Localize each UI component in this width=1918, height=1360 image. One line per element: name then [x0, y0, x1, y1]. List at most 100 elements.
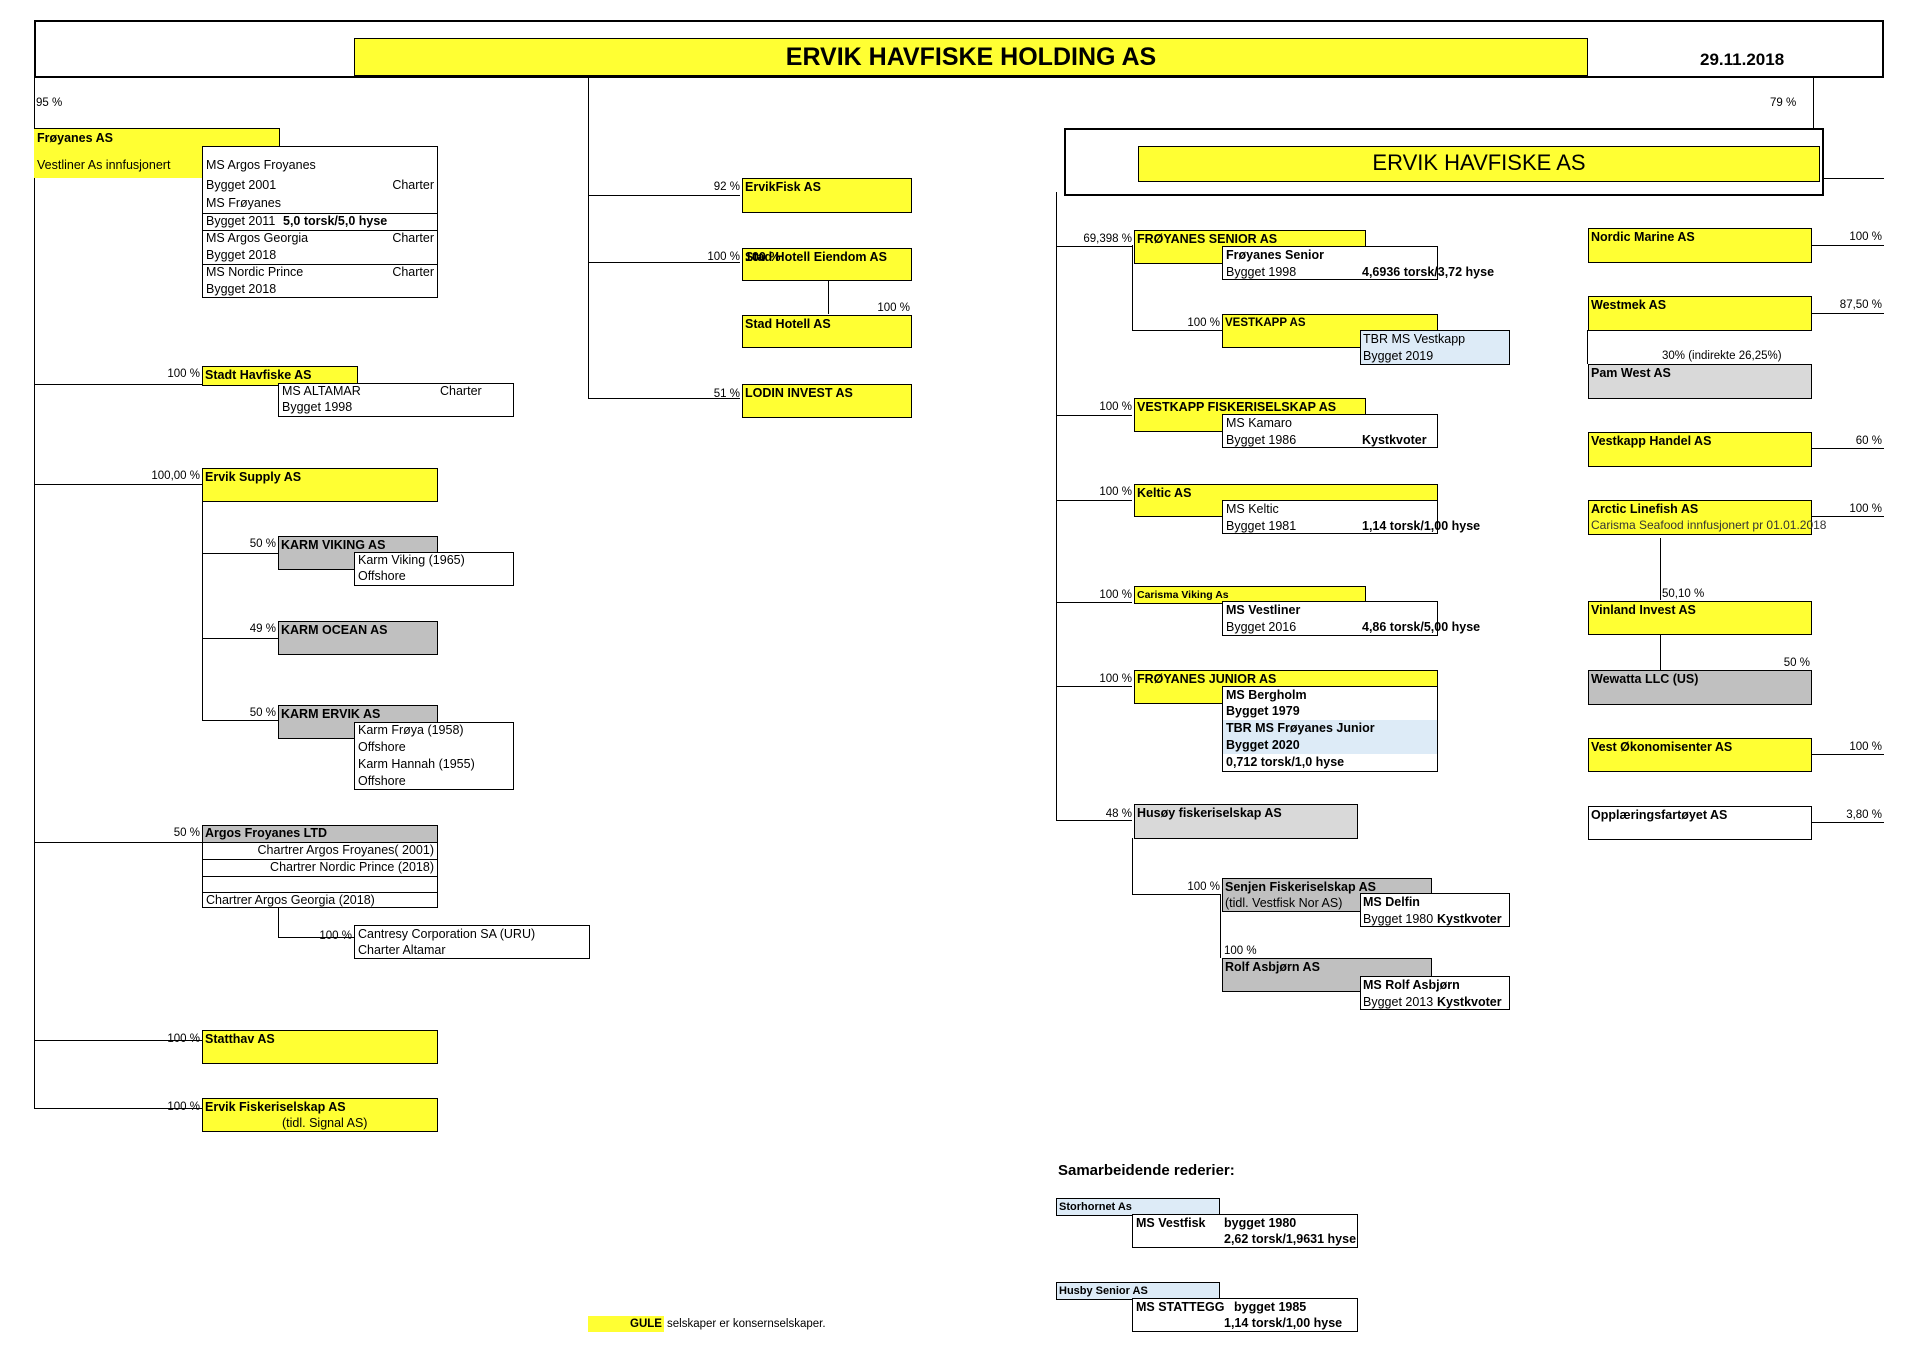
vinland-name: Vinland Invest AS [1591, 603, 1696, 617]
arctic-note: Carisma Seafood innfusjonert pr 01.01.20… [1591, 518, 1827, 532]
froyanes-note: Vestliner As innfusjonert [37, 158, 171, 172]
pam-west-name: Pam West AS [1591, 366, 1671, 380]
cooperating-title: Samarbeidende rederier: [1058, 1162, 1235, 1179]
vessel-name: MS Kamaro [1226, 416, 1292, 430]
charter-line: Chartrer Nordic Prince (2018) [270, 860, 434, 874]
conn-froyanes-junior [1056, 686, 1132, 687]
husoy-branch-line [1132, 838, 1133, 894]
vessel-built: Bygget 2018 [206, 282, 277, 296]
vinland-branch-line [1660, 634, 1661, 670]
vestkapp-handel-name: Vestkapp Handel AS [1591, 434, 1712, 448]
husby-name: Husby Senior AS [1059, 1285, 1148, 1297]
right-drop-line [1813, 78, 1814, 128]
vessel-info: Charter [392, 178, 434, 192]
vessel-quota: 0,712 torsk/1,0 hyse [1226, 755, 1345, 769]
left-ownership-pct: 95 % [36, 97, 63, 109]
karm-viking-detail [354, 552, 514, 586]
charter-line: Chartrer Argos Georgia (2018) [206, 893, 375, 907]
vessel-built: bygget 1980 [1224, 1216, 1297, 1230]
pam-west-box [1588, 364, 1812, 399]
ownership-pct: 100 % [167, 1101, 200, 1113]
conn-arctic [1810, 516, 1884, 517]
conn-vestkapp-fisk [1056, 415, 1132, 416]
charter-divider [202, 892, 438, 893]
ownership-pct: 48 % [1105, 808, 1132, 820]
vestkapp-fisk-name: VESTKAPP FISKERISELSKAP AS [1137, 400, 1337, 414]
ownership-pct: 100 % [707, 251, 740, 263]
conn-cantresy [278, 937, 354, 938]
vestkapp-handel-box [1588, 432, 1812, 467]
charter-line: Chartrer Argos Froyanes( 2001) [257, 843, 434, 857]
ownership-pct: 3,80 % [1846, 809, 1882, 821]
eiendom-branch-line [828, 280, 829, 314]
karm-ocean-box [278, 621, 438, 655]
conn-vestkapp-handel [1810, 448, 1884, 449]
vinland-box [1588, 601, 1812, 635]
ownership-pct: 50,10 % [1662, 588, 1705, 600]
karm-ervik-name: KARM ERVIK AS [281, 707, 381, 721]
middle-trunk-line [588, 78, 589, 398]
vessel-quota: 4,86 torsk/5,00 hyse [1362, 620, 1481, 634]
karm-viking-name: KARM VIKING AS [281, 538, 386, 552]
cantresy-branch-line [278, 905, 279, 937]
planned-vessel-highlight [1223, 720, 1437, 754]
right-ownership-pct: 79 % [1770, 97, 1797, 109]
vessel-built: Bygget 1998 [282, 400, 353, 414]
ervik-fisk-note: (tidl. Signal AS) [282, 1116, 368, 1130]
vessel-name: MS Vestfisk [1136, 1216, 1206, 1230]
ownership-pct: 50 % [249, 538, 276, 550]
vessel-name: MS Frøyanes [206, 196, 282, 210]
vessel-name: MS Bergholm [1226, 688, 1307, 702]
vessel-built: Bygget 1979 [1226, 704, 1300, 718]
charter-divider [202, 876, 438, 877]
vessel-divider [202, 213, 438, 214]
vessel-quota: 1,14 torsk/1,00 hyse [1224, 1316, 1343, 1330]
cantresy-info: Charter Altamar [358, 943, 446, 957]
vessel-built: Bygget 1981 [1226, 519, 1297, 533]
storhornet-name: Storhornet As [1059, 1201, 1132, 1213]
ownership-pct: 100 % [1187, 881, 1220, 893]
vessel-quota: Kystkvoter [1437, 995, 1502, 1009]
conn-ervik-fisk [34, 1108, 202, 1109]
vessel-built: Bygget 1980 [1363, 912, 1434, 926]
vessel-quota: 1,14 torsk/1,00 hyse [1362, 519, 1481, 533]
vessel-built: Bygget 1986 [1226, 433, 1297, 447]
conn-vest-okonomi [1810, 754, 1884, 755]
conn-nordic-marine [1810, 245, 1884, 246]
froyanes-vessel-table [202, 146, 438, 298]
vessel-built: Bygget 2011 [206, 214, 276, 228]
conn-statthav [34, 1040, 202, 1041]
vessel-name: MS STATTEGG [1136, 1300, 1225, 1314]
conn-senjen [1132, 894, 1220, 895]
vest-okonomi-box [1588, 738, 1812, 772]
ervik-fisk-box [202, 1098, 438, 1132]
conn-westmek [1810, 313, 1884, 314]
vessel-name: MS Nordic Prince [206, 265, 304, 279]
husby-vessel [1132, 1298, 1358, 1332]
ownership-pct: 100 % [877, 302, 910, 314]
ownership-pct: 100 % [1099, 401, 1132, 413]
conn-froyanes-senior [1056, 246, 1132, 247]
legend-label: GULE [630, 1318, 662, 1330]
ownership-pct: 100 % [167, 368, 200, 380]
ownership-pct: 60 % [1855, 435, 1882, 447]
vessel-built: Bygget 2019 [1363, 349, 1434, 363]
vessel-info: Charter [440, 384, 482, 398]
vessel-name: MS Vestliner [1226, 603, 1301, 617]
lodin-box [742, 384, 912, 418]
vessel-built: Bygget 1998 [1226, 265, 1297, 279]
arctic-branch-line [1660, 538, 1661, 600]
ownership-pct: 100 % [1849, 231, 1882, 243]
havfiske-title-box [1138, 146, 1820, 182]
vessel-name: MS ALTAMAR [282, 384, 361, 398]
vessel-quota: 2,62 torsk/1,9631 hyse [1224, 1232, 1357, 1246]
conn-supply [34, 484, 202, 485]
froyanes-senior-vessel [1222, 246, 1438, 280]
lodin-name: LODIN INVEST AS [745, 386, 853, 400]
ownership-pct: 50 % [173, 827, 200, 839]
vessel-name: MS Keltic [1226, 502, 1279, 516]
stadt-name: Stadt Havfiske AS [205, 368, 312, 382]
ervikfisk-box [742, 178, 912, 213]
vestkapp-fisk-vessel [1222, 414, 1438, 448]
